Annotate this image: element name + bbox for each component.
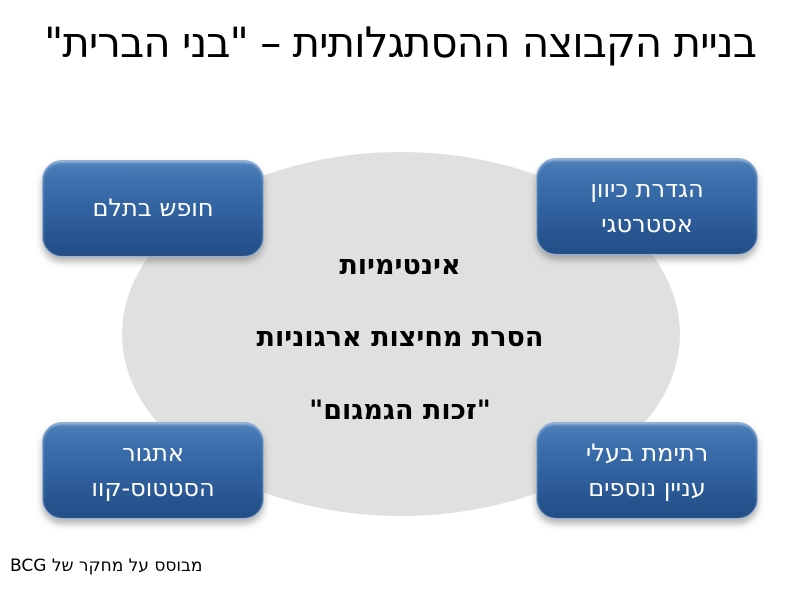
ellipse-text-line-stutter: "זכות הגמגום" <box>309 394 491 426</box>
footer-source-note: מבוסס על מחקר של BCG <box>10 556 203 576</box>
box-label-line: עניין נוספים <box>588 473 706 502</box>
box-bottom-left-challenge-status-quo: אתגור הסטטוס-קוו <box>42 422 264 519</box>
box-label-line: רתימת בעלי <box>585 438 709 467</box>
box-label-line: חופש בתלם <box>92 194 214 223</box>
box-label-line: אסטרטגי <box>601 209 693 238</box>
box-label-line: אתגור <box>122 438 184 467</box>
box-top-right-strategic-direction: הגדרת כיוון אסטרטגי <box>536 158 758 255</box>
box-bottom-right-stakeholders: רתימת בעלי עניין נוספים <box>536 422 758 519</box>
box-top-left-freedom: חופש בתלם <box>42 160 264 257</box>
box-label-line: הסטטוס-קוו <box>91 473 215 502</box>
ellipse-text-line-barriers: הסרת מחיצות ארגוניות <box>256 322 544 354</box>
slide-title: בניית הקבוצה ההסתגלותית – "בני הברית" <box>43 18 757 67</box>
ellipse-text-block: אינטימיות הסרת מחיצות ארגוניות "זכות הגמ… <box>150 250 650 427</box>
ellipse-text-line-intimacy: אינטימיות <box>339 250 461 281</box>
box-label-line: הגדרת כיוון <box>590 174 704 203</box>
